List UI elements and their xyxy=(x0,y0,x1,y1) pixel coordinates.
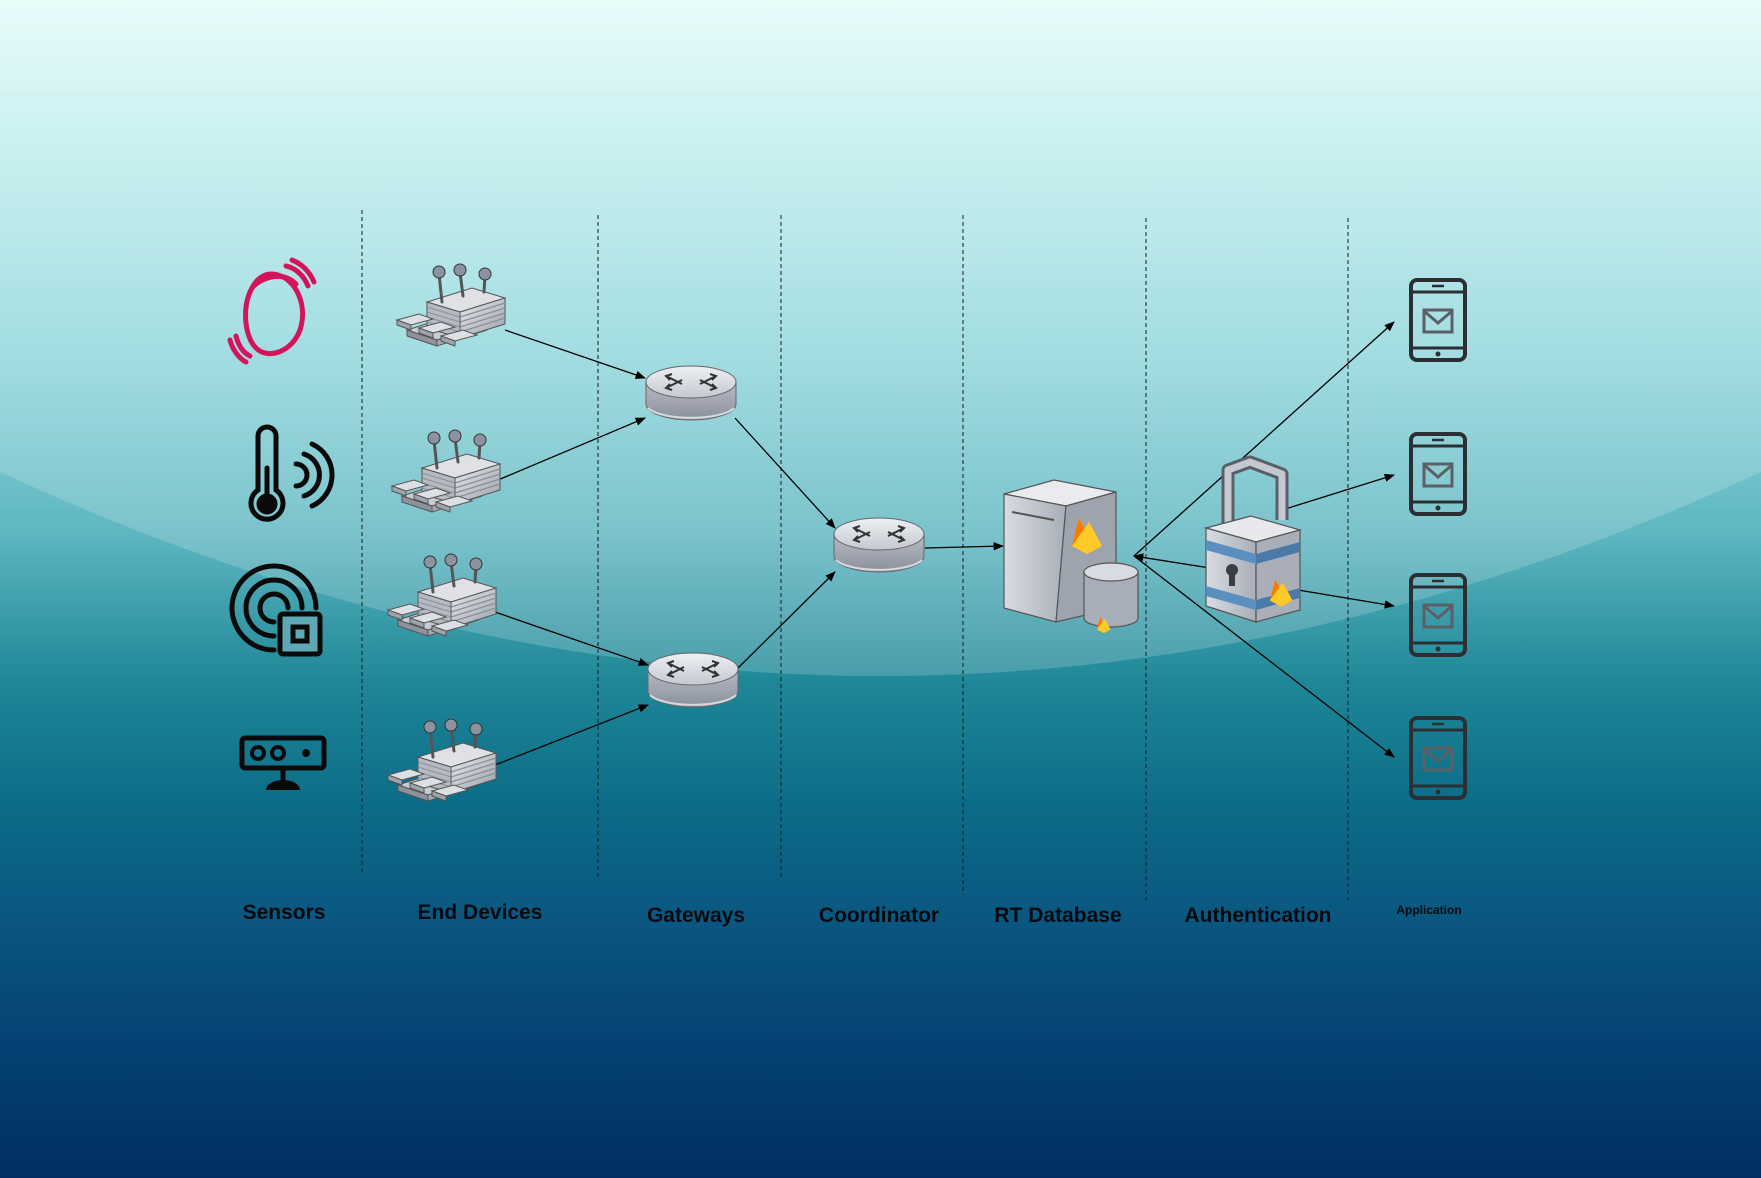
arrow-coordinator-to-database xyxy=(924,542,1005,551)
label-application: Application xyxy=(1396,903,1462,917)
end-device-icon xyxy=(386,717,498,803)
router-icon xyxy=(833,517,925,573)
wearable-sensor-icon xyxy=(227,257,317,365)
label-sensors: Sensors xyxy=(242,901,326,924)
smartphone-mail-icon xyxy=(1409,716,1467,800)
label-end-devices: End Devices xyxy=(417,901,543,924)
arrow-auth-to-app-2 xyxy=(1281,473,1395,511)
thermometer-wireless-icon xyxy=(248,424,335,522)
firebase-lock-icon xyxy=(1203,455,1303,623)
smartphone-mail-icon xyxy=(1409,573,1467,657)
rfid-tag-icon xyxy=(229,563,323,657)
arrow-auth-to-app-3 xyxy=(1297,589,1396,609)
camera-sensor-icon xyxy=(239,735,327,790)
arrow-gateway-2-to-coordinator xyxy=(737,571,836,669)
arrow-end-device-4-to-gateway-2 xyxy=(494,704,649,766)
arrow-database-to-app-1 xyxy=(1133,321,1395,557)
label-coordinator: Coordinator xyxy=(818,904,940,927)
label-gateways: Gateways xyxy=(646,904,746,927)
arrow-end-device-1-to-gateway-1 xyxy=(504,329,646,379)
router-icon xyxy=(647,652,739,708)
connections xyxy=(494,321,1396,766)
arrow-end-device-2-to-gateway-1 xyxy=(497,417,646,481)
arrow-database-to-app-4 xyxy=(1133,555,1395,758)
label-authentication: Authentication xyxy=(1184,904,1332,927)
background-wave xyxy=(0,0,1761,676)
label-rt-database: RT Database xyxy=(994,904,1122,927)
router-icon xyxy=(645,365,737,421)
arrow-end-device-3-to-gateway-2 xyxy=(494,611,649,666)
arrow-gateway-1-to-coordinator xyxy=(734,417,836,529)
column-dividers xyxy=(361,210,1349,900)
firebase-server-icon xyxy=(1003,479,1139,634)
arrow-authentication-to-database xyxy=(1132,553,1211,569)
